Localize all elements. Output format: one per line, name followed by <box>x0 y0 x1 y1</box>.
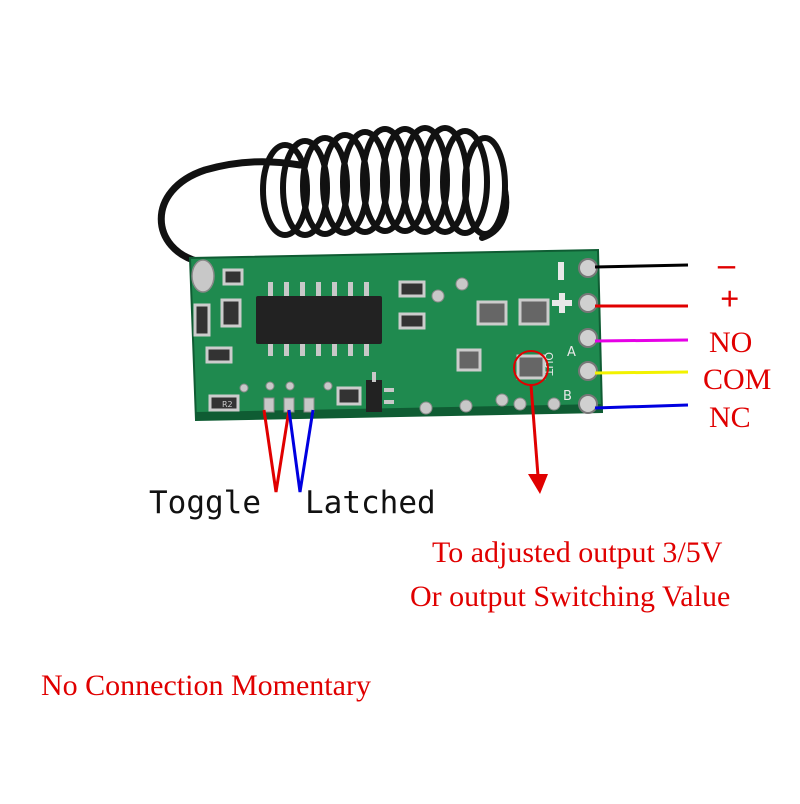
chip-code: R2 <box>222 400 233 409</box>
toggle-label: Toggle <box>149 485 261 521</box>
pcb-board <box>188 248 604 422</box>
pcb-pads <box>239 277 561 415</box>
wire-minus <box>594 263 689 269</box>
main-ic-chip <box>256 282 382 356</box>
minus-silk-mark <box>558 262 564 280</box>
wire-com <box>594 370 689 375</box>
toggle-wire <box>262 409 291 493</box>
header-pins <box>578 258 598 414</box>
pin-label-com: COM <box>703 363 772 396</box>
output-jumper-callout <box>513 350 549 494</box>
output-note-line1: To adjusted output 3/5V <box>432 536 723 569</box>
jumper-wires <box>262 409 315 493</box>
arrow-head <box>528 474 548 494</box>
a-silk-label: A <box>567 345 576 360</box>
pin-label-minus: – <box>718 246 735 283</box>
plus-silk-mark-v <box>559 293 565 313</box>
latched-wire <box>287 409 315 493</box>
latched-label: Latched <box>305 485 436 521</box>
output-note-line2: Or output Switching Value <box>410 580 731 613</box>
pin-label-plus: + <box>720 281 740 318</box>
b-silk-label: B <box>563 389 572 404</box>
pin-label-no: NO <box>709 326 753 359</box>
jumper-pads <box>263 397 315 413</box>
output-wires <box>594 263 689 410</box>
wire-nc <box>594 403 689 410</box>
footer-note: No Connection Momentary <box>41 669 371 702</box>
smd-components: R2 <box>193 268 550 412</box>
pin-label-nc: NC <box>709 401 751 434</box>
wire-no <box>594 338 689 343</box>
coiled-antenna <box>157 125 510 266</box>
